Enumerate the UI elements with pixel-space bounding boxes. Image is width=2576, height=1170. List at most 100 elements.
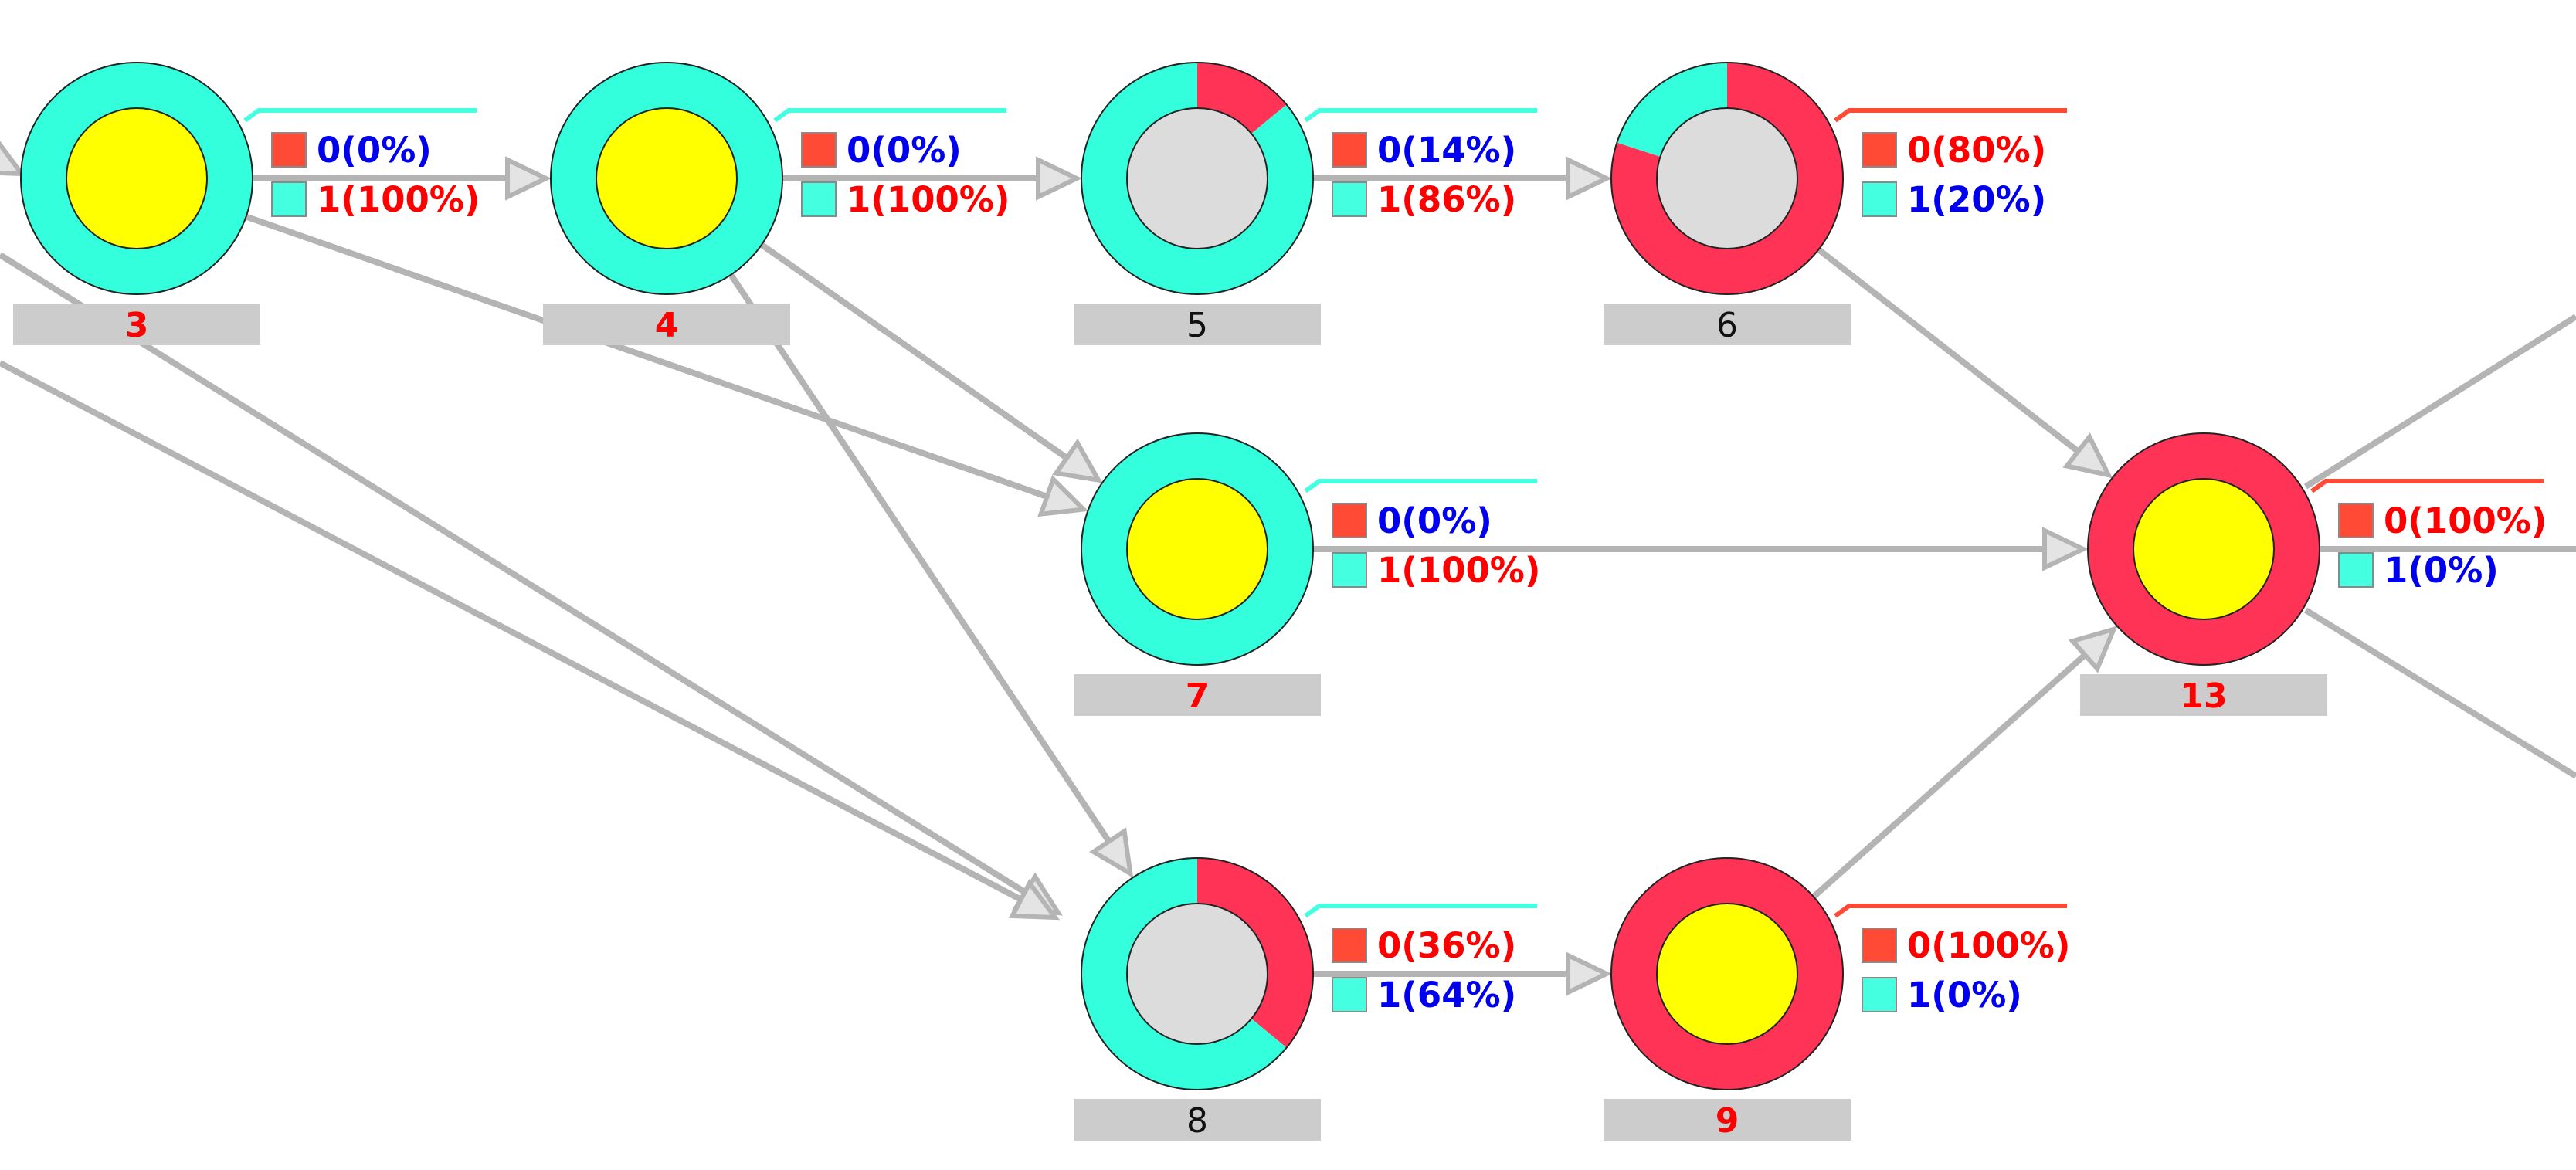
state-0-probability: 0(0%) <box>317 130 432 171</box>
edge-n7-n13-arrowhead <box>2042 527 2089 571</box>
edge-n13-out-down <box>2303 607 2576 779</box>
state-0-probability: 0(0%) <box>847 130 962 171</box>
node-core <box>1126 478 1268 620</box>
edge-n3-n7 <box>245 213 1089 517</box>
state-0-swatch <box>801 132 837 168</box>
node-label-bar <box>2080 674 2327 716</box>
state-1-segment <box>1081 858 1287 1090</box>
dominant-state-indicator <box>1304 108 1537 123</box>
state-1-segment <box>551 63 782 294</box>
edge-n7-n13 <box>1313 527 2089 571</box>
node-core <box>66 107 208 249</box>
state-1-segment <box>1617 63 1727 157</box>
node-7[interactable]: 70(0%)1(100%) <box>1074 432 1540 716</box>
node-core <box>1656 903 1798 1045</box>
state-1-probability: 1(20%) <box>1907 179 2046 220</box>
node-8[interactable]: 8 0(36%) 1(64%) <box>1074 857 1537 1141</box>
edge-n9-n13 <box>1811 626 2118 900</box>
node-core <box>596 107 738 249</box>
dominant-state-indicator <box>1304 479 1537 493</box>
state-0-segment <box>1611 63 1844 294</box>
edges-layer <box>0 141 2576 996</box>
state-1-swatch <box>1332 552 1367 588</box>
edge-n4-n8-arrowhead <box>1089 827 1134 878</box>
state-0-probability: 0(36%) <box>1377 925 1516 966</box>
edge-n6-n13 <box>1816 246 2113 479</box>
edge-n4-n5 <box>782 156 1082 201</box>
node-6[interactable]: 60(80%)1(20%) <box>1604 62 2067 345</box>
node-label-bar <box>13 304 260 345</box>
edge-n6-n13-arrowhead <box>2062 432 2113 479</box>
state-1-probability: 1(100%) <box>317 179 480 220</box>
node-9[interactable]: 9 0(100%) 1(0%) <box>1604 857 2070 1141</box>
node-label-bar <box>1074 1099 1321 1141</box>
nodes-layer: 30(0%)1(100%)40(0%)1(100%)50(14%)1(86%)6… <box>13 62 2547 1141</box>
node-core <box>1656 107 1798 249</box>
state-0-swatch <box>2338 503 2374 538</box>
state-0-swatch <box>1862 132 1897 168</box>
node-label: 3 <box>125 306 149 345</box>
edge-offscreen-into-n3-arrowhead <box>0 141 27 177</box>
state-1-probability: 1(86%) <box>1377 179 1516 220</box>
edge-offscreen-into-n8-b <box>0 360 1061 921</box>
node-outline <box>20 62 253 295</box>
edge-n3-n7-arrowhead <box>1037 474 1089 517</box>
dominant-state-indicator <box>1834 904 2067 918</box>
state-0-swatch <box>1332 928 1367 963</box>
state-1-probability: 1(64%) <box>1377 975 1516 1016</box>
state-1-swatch <box>1332 181 1367 217</box>
edge-n4-n7-arrowhead <box>1052 438 1103 483</box>
node-label-bar <box>1604 304 1851 345</box>
node-outline <box>550 62 783 295</box>
state-1-probability: 1(100%) <box>1377 550 1540 591</box>
edge-n4-n8 <box>728 273 1134 878</box>
node-label-bar <box>1604 1099 1851 1141</box>
state-0-probability: 0(100%) <box>2384 500 2547 541</box>
node-core <box>1126 107 1268 249</box>
state-1-probability: 1(100%) <box>847 179 1010 220</box>
node-core <box>1126 903 1268 1045</box>
node-label-bar <box>1074 674 1321 716</box>
node-core <box>2133 478 2275 620</box>
state-0-swatch <box>1332 503 1367 538</box>
state-1-probability: 1(0%) <box>2384 550 2499 591</box>
node-13[interactable]: 130(100%)1(0%) <box>2080 432 2547 716</box>
state-0-segment <box>1611 858 1843 1090</box>
state-0-probability: 0(0%) <box>1377 500 1492 541</box>
state-0-segment <box>1197 63 1287 134</box>
node-label: 6 <box>1716 306 1738 345</box>
state-1-segment <box>1081 433 1313 665</box>
dominant-state-indicator <box>773 108 1006 123</box>
node-label-bar <box>1074 304 1321 345</box>
state-0-probability: 0(100%) <box>1907 925 2070 966</box>
node-outline <box>1610 62 1844 295</box>
edge-n5-n6-arrowhead <box>1566 156 1612 201</box>
state-1-segment <box>1081 63 1314 294</box>
node-4[interactable]: 4 0(0%) 1(100%) <box>543 62 1010 345</box>
state-1-swatch <box>2338 552 2374 588</box>
edge-offscreen-into-n3 <box>0 141 27 177</box>
node-label: 4 <box>655 306 679 345</box>
edge-offscreen-into-n8-b-arrowhead <box>1008 878 1061 921</box>
node-outline <box>2087 432 2320 666</box>
node-3[interactable]: 3 0(0%) 1(100%) <box>13 62 480 345</box>
node-label: 8 <box>1186 1101 1208 1141</box>
state-0-swatch <box>271 132 307 168</box>
node-outline <box>1081 432 1314 666</box>
edge-n8-n9-arrowhead <box>1566 951 1612 996</box>
edge-n8-n9 <box>1313 951 1612 996</box>
state-1-swatch <box>801 181 837 217</box>
node-label: 9 <box>1716 1101 1739 1141</box>
state-1-probability: 1(0%) <box>1907 975 2022 1016</box>
edge-n5-n6 <box>1313 156 1612 201</box>
edge-n3-n4-arrowhead <box>505 156 552 201</box>
state-1-swatch <box>1862 181 1897 217</box>
node-outline <box>1610 857 1844 1090</box>
state-1-swatch <box>1332 977 1367 1012</box>
node-5[interactable]: 50(14%)1(86%) <box>1074 62 1537 345</box>
edge-n4-n5-arrowhead <box>1036 156 1082 201</box>
edge-n4-n7 <box>759 242 1103 483</box>
state-1-segment <box>21 63 253 294</box>
edge-n9-n13-arrowhead <box>2068 626 2118 673</box>
